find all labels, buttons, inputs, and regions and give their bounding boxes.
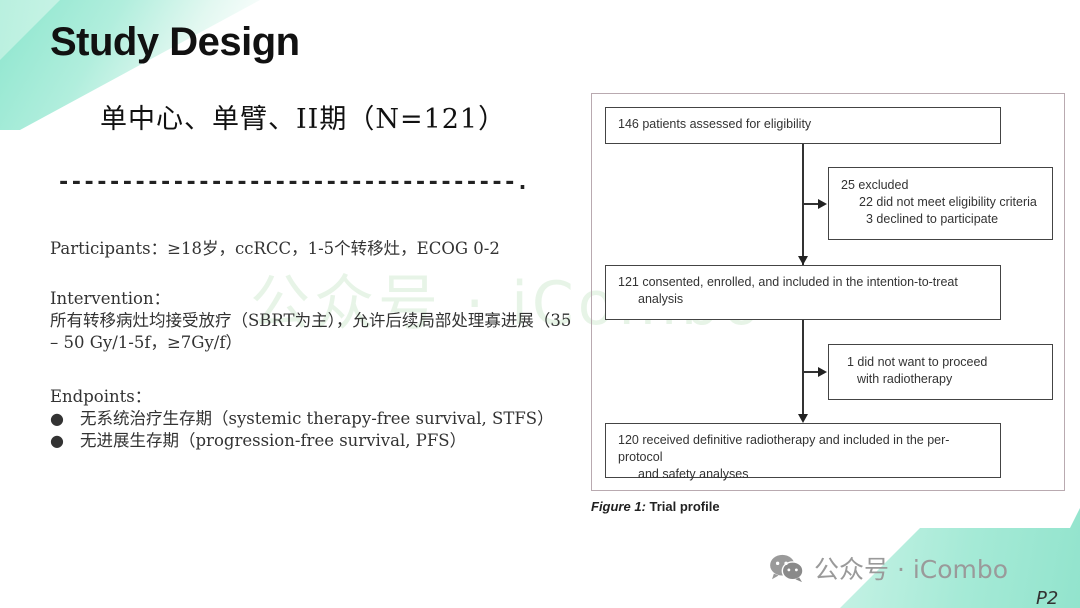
excluded-reason: 22 did not meet eligibility criteria bbox=[859, 195, 1037, 209]
flow-connector bbox=[802, 371, 820, 373]
page-number: P2 bbox=[1036, 588, 1059, 608]
bullet-icon: ● bbox=[50, 431, 64, 450]
arrow-down-icon bbox=[798, 414, 808, 423]
box-received: 120 received definitive radiotherapy and… bbox=[605, 423, 1001, 481]
flow-connector bbox=[802, 203, 820, 205]
endpoint-item: ● 无系统治疗生存期（systemic therapy-free surviva… bbox=[50, 408, 590, 430]
watermark-text: 公众号 · iCombo bbox=[814, 555, 1009, 584]
box-assessed: 146 patients assessed for eligibility bbox=[605, 107, 1001, 144]
excluded-count: 25 excluded bbox=[841, 178, 909, 192]
box-assessed-text: 146 patients assessed for eligibility bbox=[618, 117, 812, 131]
figure-caption: Figure 1: Trial profile bbox=[591, 499, 720, 514]
box-withdrew: 1 did not want to proceed with radiother… bbox=[828, 344, 1053, 400]
withdrew-text: 1 did not want to proceed bbox=[847, 355, 988, 369]
enrolled-text-cont: analysis bbox=[638, 292, 684, 306]
endpoint-text: 无系统治疗生存期（systemic therapy-free survival,… bbox=[80, 409, 554, 428]
dashed-divider: ------------------------------------. bbox=[57, 170, 529, 195]
box-excluded: 25 excluded 22 did not meet eligibility … bbox=[828, 167, 1053, 240]
caption-label: Figure 1: bbox=[591, 499, 646, 514]
withdrew-text-cont: with radiotherapy bbox=[857, 372, 953, 386]
intervention-text: 所有转移病灶均接受放疗（SBRT为主），允许后续局部处理寡进展（35 – 50 … bbox=[50, 311, 572, 352]
enrolled-text: 121 consented, enrolled, and included in… bbox=[618, 275, 958, 289]
trial-profile-figure: 146 patients assessed for eligibility 25… bbox=[591, 93, 1065, 491]
arrow-right-icon bbox=[818, 199, 827, 209]
intervention-label: Intervention： bbox=[50, 289, 171, 308]
bullet-icon: ● bbox=[50, 409, 64, 428]
excluded-reason: 3 declined to participate bbox=[866, 212, 999, 226]
endpoint-item: ● 无进展生存期（progression-free survival, PFS） bbox=[50, 430, 590, 452]
received-text-cont: and safety analyses bbox=[638, 467, 749, 481]
endpoints-label: Endpoints： bbox=[50, 387, 152, 406]
arrow-right-icon bbox=[818, 367, 827, 377]
study-type-subtitle: 单中心、单臂、II期（N=121） bbox=[100, 104, 507, 135]
flow-connector bbox=[802, 143, 804, 307]
watermark-corner: 公众号 · iCombo bbox=[768, 550, 1008, 586]
arrow-down-icon bbox=[798, 256, 808, 265]
intervention-section: Intervention： 所有转移病灶均接受放疗（SBRT为主），允许后续局部… bbox=[50, 288, 580, 354]
endpoint-text: 无进展生存期（progression-free survival, PFS） bbox=[80, 431, 467, 450]
received-text: 120 received definitive radiotherapy and… bbox=[618, 433, 950, 464]
box-enrolled: 121 consented, enrolled, and included in… bbox=[605, 265, 1001, 320]
flow-connector bbox=[802, 319, 804, 419]
participants-text: Participants：≥18岁，ccRCC，1-5个转移灶，ECOG 0-2 bbox=[50, 239, 500, 258]
endpoints-section: Endpoints： ● 无系统治疗生存期（systemic therapy-f… bbox=[50, 386, 590, 452]
caption-text: Trial profile bbox=[645, 499, 720, 514]
slide-title: Study Design bbox=[50, 20, 300, 64]
wechat-icon bbox=[770, 554, 804, 583]
